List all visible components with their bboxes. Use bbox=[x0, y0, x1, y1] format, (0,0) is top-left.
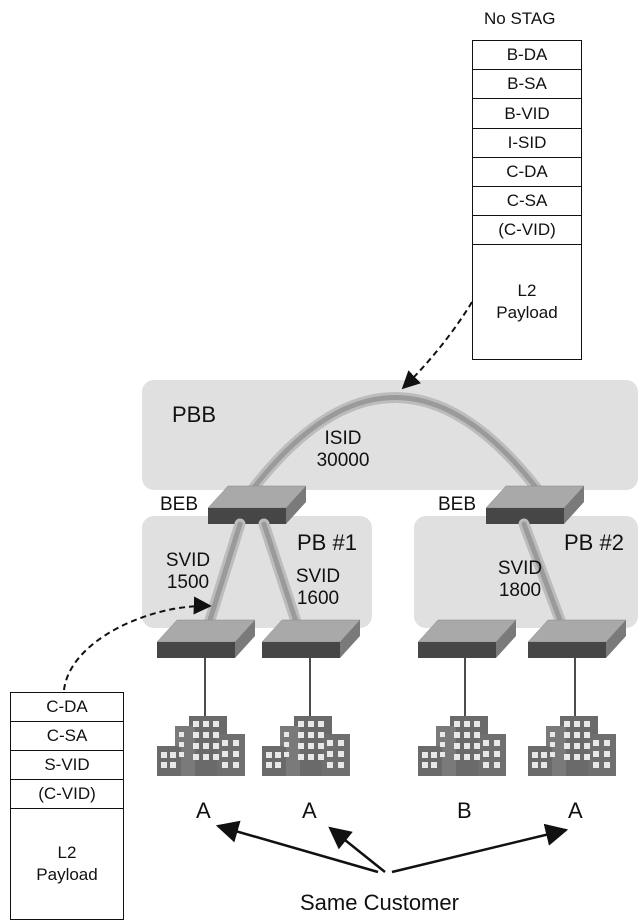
top-field: B-SA bbox=[473, 70, 581, 99]
top-frame-arrow bbox=[401, 301, 473, 390]
svid-value: 1500 bbox=[166, 571, 210, 593]
beb-right-label: BEB bbox=[438, 494, 477, 515]
top-field: (C-VID) bbox=[473, 216, 581, 245]
top-field: C-SA bbox=[473, 187, 581, 216]
svid-text: SVID bbox=[165, 550, 211, 571]
bottom-field: C-SA bbox=[11, 722, 123, 751]
svid-value: 1800 bbox=[498, 579, 542, 601]
svid-1600-label: SVID 1600 bbox=[290, 566, 346, 610]
svid-value: 1600 bbox=[296, 587, 340, 609]
bottom-field: C-DA bbox=[11, 693, 123, 722]
payload-l2: L2 bbox=[57, 842, 77, 862]
top-stack-title: No STAG bbox=[484, 9, 556, 28]
top-payload: L2 Payload bbox=[473, 245, 581, 359]
pb-switch-3 bbox=[417, 619, 517, 659]
bottom-payload: L2 Payload bbox=[11, 809, 123, 919]
payload-text: Payload bbox=[36, 865, 98, 884]
customer-label-4: A bbox=[568, 798, 583, 823]
bottom-field: S-VID bbox=[11, 751, 123, 780]
bottom-frame-stack: C-DA C-SA S-VID (C-VID) L2 Payload bbox=[10, 692, 124, 920]
beb-left-label: BEB bbox=[160, 494, 199, 515]
building-icon-2 bbox=[262, 716, 350, 776]
pb2-label: PB #2 bbox=[564, 530, 624, 555]
top-field: I-SID bbox=[473, 129, 581, 158]
payload-text: Payload bbox=[496, 303, 558, 322]
same-customer-label: Same Customer bbox=[300, 890, 459, 915]
pb-switch-2 bbox=[261, 619, 361, 659]
pb-switch-1 bbox=[156, 619, 256, 659]
isid-text: ISID bbox=[324, 428, 362, 449]
pbb-label: PBB bbox=[172, 402, 217, 427]
svid-text: SVID bbox=[497, 558, 543, 579]
bottom-frame-arrow bbox=[63, 596, 212, 691]
bottom-field: (C-VID) bbox=[11, 780, 123, 809]
svid-1500-label: SVID 1500 bbox=[160, 550, 216, 594]
same-customer-arrow-1 bbox=[215, 820, 379, 874]
customer-label-3: B bbox=[457, 798, 472, 823]
pb-switch-4 bbox=[527, 619, 627, 659]
top-frame-stack: B-DA B-SA B-VID I-SID C-DA C-SA (C-VID) … bbox=[472, 40, 582, 360]
customer-label-1: A bbox=[196, 798, 211, 823]
pb2-cloud bbox=[414, 516, 638, 628]
customer-label-2: A bbox=[302, 798, 317, 823]
building-icon-3 bbox=[418, 716, 506, 776]
top-field: B-DA bbox=[473, 41, 581, 70]
svid-1800-label: SVID 1800 bbox=[492, 558, 548, 602]
isid-label: ISID 30000 bbox=[310, 428, 376, 472]
top-field: C-DA bbox=[473, 158, 581, 187]
building-icon-4 bbox=[528, 716, 616, 776]
building-icon-1 bbox=[157, 716, 245, 776]
pb1-label: PB #1 bbox=[297, 530, 357, 555]
svid-text: SVID bbox=[295, 566, 341, 587]
isid-value: 30000 bbox=[316, 449, 370, 471]
same-customer-arrow-2 bbox=[328, 826, 386, 873]
top-field: B-VID bbox=[473, 99, 581, 129]
same-customer-arrow-3 bbox=[391, 823, 569, 874]
payload-l2: L2 bbox=[517, 280, 537, 300]
